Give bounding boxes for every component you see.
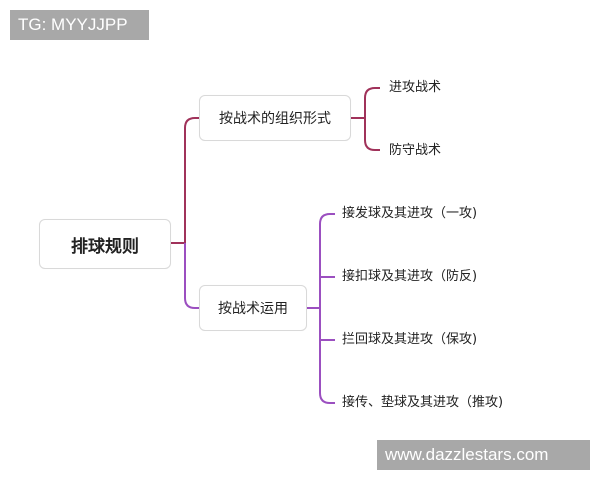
branch-node-tactics-organization[interactable]: 按战术的组织形式	[199, 95, 351, 141]
branch-label: 按战术的组织形式	[219, 111, 331, 127]
leaf-attack-tactics[interactable]: 进攻战术	[389, 80, 442, 95]
watermark-bottom: www.dazzlestars.com	[377, 440, 590, 470]
root-label: 排球规则	[71, 236, 139, 257]
leaf-serve-receive-attack[interactable]: 接发球及其进攻（一攻)	[342, 206, 478, 221]
leaf-defense-tactics[interactable]: 防守战术	[389, 143, 442, 158]
leaf-pass-dig-attack[interactable]: 接传、垫球及其进攻（推攻)	[342, 395, 504, 410]
branch-node-tactics-application[interactable]: 按战术运用	[199, 285, 307, 331]
leaf-spike-receive-attack[interactable]: 接扣球及其进攻（防反)	[342, 269, 478, 284]
leaf-block-return-attack[interactable]: 拦回球及其进攻（保攻)	[342, 332, 478, 347]
watermark-top: TG: MYYJJPP	[10, 10, 149, 40]
root-node[interactable]: 排球规则	[39, 219, 171, 269]
branch-label: 按战术运用	[218, 301, 288, 317]
